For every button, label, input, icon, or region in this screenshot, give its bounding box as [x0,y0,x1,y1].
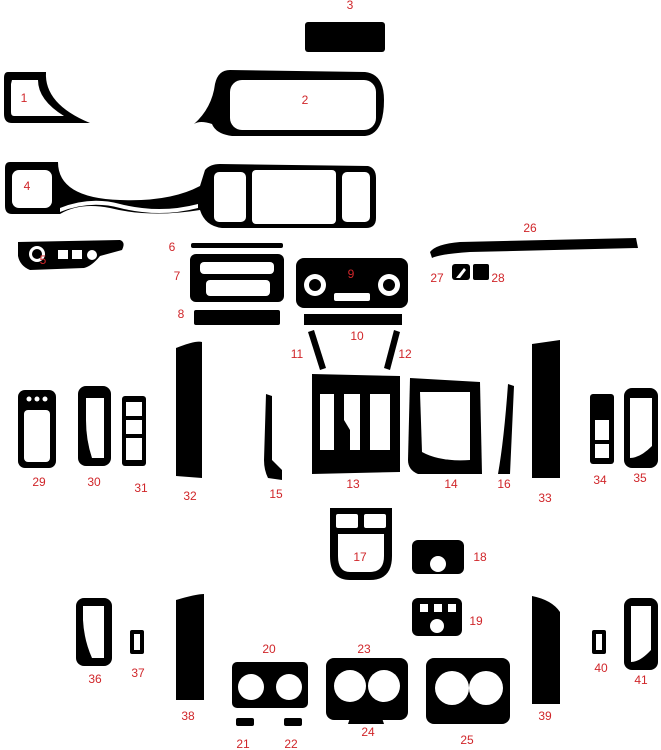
label-7: 7 [173,269,181,283]
label-13: 13 [346,477,360,491]
label-41: 41 [634,673,648,687]
label-16: 16 [497,477,511,491]
label-6: 6 [168,240,176,254]
part-33 [532,340,560,478]
part-32 [176,341,202,478]
label-32: 32 [183,489,197,503]
part-3 [305,22,385,52]
part-11 [308,330,326,370]
label-25: 25 [460,733,474,747]
label-12: 12 [398,347,412,361]
label-24: 24 [361,725,375,739]
label-14: 14 [444,477,458,491]
label-28: 28 [491,271,505,285]
label-10: 10 [350,329,364,343]
part-5 [18,240,124,270]
label-23: 23 [357,642,371,656]
label-17: 17 [353,550,367,564]
label-33: 33 [538,491,552,505]
label-19: 19 [469,614,483,628]
label-29: 29 [32,475,46,489]
label-26: 26 [523,221,537,235]
label-20: 20 [262,642,276,656]
part-10 [304,314,402,325]
label-3: 3 [346,0,354,12]
part-22 [284,718,302,726]
label-2: 2 [301,93,309,107]
part-21 [236,718,254,726]
label-9: 9 [347,267,355,281]
part-9 [296,258,408,308]
part-15 [264,394,282,480]
part-12 [384,330,400,370]
part-6 [191,243,283,248]
part-24 [348,718,384,724]
label-39: 39 [538,709,552,723]
label-27: 27 [430,271,444,285]
part-28 [473,264,489,280]
label-38: 38 [181,709,195,723]
part-8 [194,310,280,325]
label-15: 15 [269,487,283,501]
label-30: 30 [87,475,101,489]
label-5: 5 [39,253,47,267]
label-31: 31 [134,481,148,495]
label-8: 8 [177,307,185,321]
part-39 [532,596,560,704]
label-36: 36 [88,672,102,686]
label-11: 11 [290,347,304,361]
label-35: 35 [633,471,647,485]
part-38 [176,594,204,700]
label-34: 34 [593,473,607,487]
label-21: 21 [236,737,250,750]
label-22: 22 [284,737,298,750]
part-16 [498,384,514,474]
label-18: 18 [473,550,487,564]
label-1: 1 [20,91,28,105]
label-40: 40 [594,661,608,675]
label-37: 37 [131,666,145,680]
label-4: 4 [23,179,31,193]
part-26 [430,238,638,258]
